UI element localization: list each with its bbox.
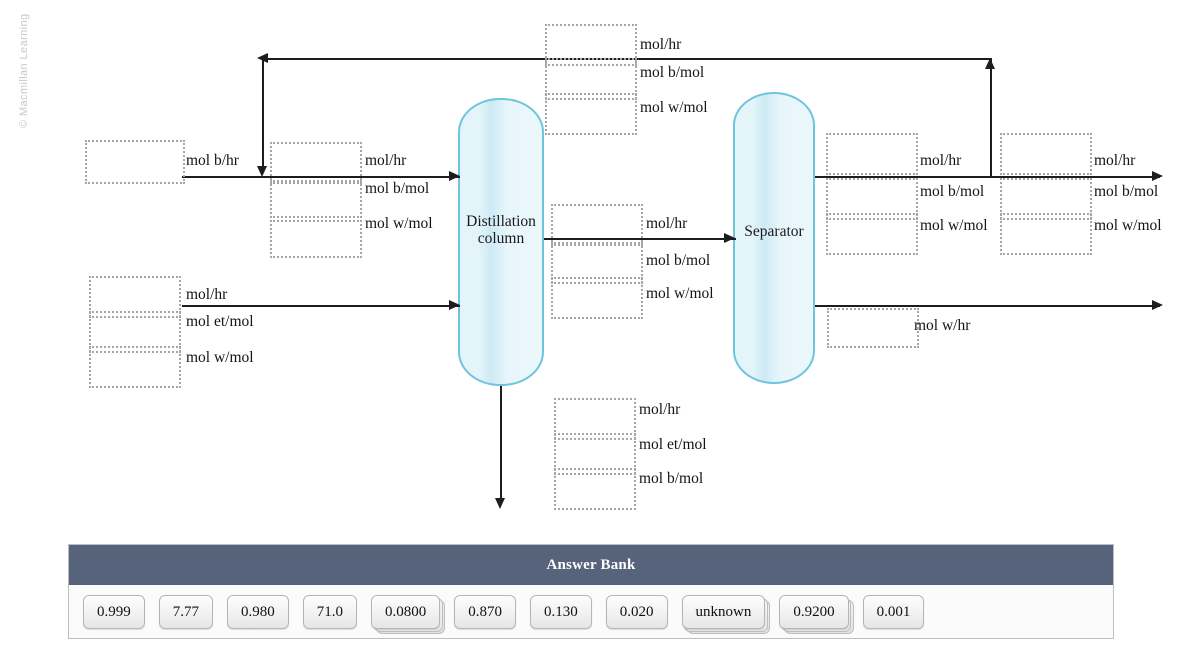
unit-label-column-bottoms-xb: mol b/mol bbox=[639, 470, 704, 487]
answer-chip[interactable]: 0.130 bbox=[530, 595, 592, 629]
unit-label-column-to-separator-flow: mol/hr bbox=[646, 215, 688, 232]
drop-column-bottoms-xb[interactable] bbox=[554, 468, 636, 510]
answer-chip[interactable]: 0.9200 bbox=[779, 595, 849, 629]
unit-label-column-to-separator-xw: mol w/mol bbox=[646, 285, 714, 302]
unit-label-column-overhead-flow: mol/hr bbox=[640, 36, 682, 53]
drop-separator-overhead-xb[interactable] bbox=[826, 178, 918, 220]
feed-arrow-column-top bbox=[449, 171, 460, 181]
drop-column-bottoms-flow[interactable] bbox=[554, 398, 636, 440]
unit-label-column-to-separator-xb: mol b/mol bbox=[646, 252, 711, 269]
drop-ethanol-feed-xet[interactable] bbox=[89, 311, 181, 353]
column-to-separator-line bbox=[544, 238, 736, 240]
drop-column-to-separator-xb[interactable] bbox=[551, 242, 643, 284]
drop-benzene-feed-flow[interactable] bbox=[85, 140, 185, 184]
answer-bank-title: Answer Bank bbox=[69, 545, 1113, 585]
unit-label-separator-water-flow: mol w/hr bbox=[914, 317, 971, 334]
column-bottoms-line bbox=[500, 386, 502, 504]
unit-label-product-flow: mol/hr bbox=[1094, 152, 1136, 169]
unit-label-ethanol-feed-flow: mol/hr bbox=[186, 286, 228, 303]
drop-ethanol-feed-flow[interactable] bbox=[89, 276, 181, 318]
answer-chip-wrapper: 0.020 bbox=[605, 595, 668, 629]
unit-label-separator-overhead-xw: mol w/mol bbox=[920, 217, 988, 234]
drop-column-overhead-flow[interactable] bbox=[545, 24, 637, 66]
separator-vessel: Separator bbox=[733, 92, 815, 384]
recycle-riser-arrow bbox=[985, 58, 995, 69]
unit-label-column-feed-xw: mol w/mol bbox=[365, 215, 433, 232]
unit-label-column-bottoms-xet: mol et/mol bbox=[639, 436, 707, 453]
answer-chip-wrapper: unknown bbox=[681, 595, 771, 634]
answer-chip-wrapper: 7.77 bbox=[158, 595, 213, 629]
feed-arrow-column-bottom bbox=[449, 300, 460, 310]
recycle-riser-line bbox=[990, 58, 992, 177]
unit-label-separator-overhead-flow: mol/hr bbox=[920, 152, 962, 169]
drop-column-feed-xw[interactable] bbox=[270, 216, 362, 258]
unit-label-separator-overhead-xb: mol b/mol bbox=[920, 183, 985, 200]
unit-label-column-overhead-xb: mol b/mol bbox=[640, 64, 705, 81]
unit-label-product-xw: mol w/mol bbox=[1094, 217, 1162, 234]
drop-column-feed-flow[interactable] bbox=[270, 142, 362, 184]
answer-chip-wrapper: 71.0 bbox=[302, 595, 357, 629]
column-bottoms-arrow bbox=[495, 498, 505, 509]
drop-column-feed-xb[interactable] bbox=[270, 180, 362, 222]
distillation-column-label-line1: Distillation bbox=[466, 213, 536, 230]
answer-chip-wrapper: 0.870 bbox=[454, 595, 516, 629]
drop-product-flow[interactable] bbox=[1000, 133, 1092, 175]
drop-separator-overhead-flow[interactable] bbox=[826, 133, 918, 175]
unit-label-column-bottoms-flow: mol/hr bbox=[639, 401, 681, 418]
answer-chip[interactable]: 0.999 bbox=[83, 595, 145, 629]
column-to-separator-arrow bbox=[724, 233, 735, 243]
unit-label-product-xb: mol b/mol bbox=[1094, 183, 1159, 200]
answer-chip[interactable]: 0.980 bbox=[227, 595, 289, 629]
unit-label-column-feed-xb: mol b/mol bbox=[365, 180, 430, 197]
distillation-column-label-line2: column bbox=[477, 230, 525, 248]
answer-chip-wrapper: 0.9200 bbox=[779, 595, 854, 634]
drop-column-overhead-xb[interactable] bbox=[545, 58, 637, 100]
unit-label-ethanol-feed-xw: mol w/mol bbox=[186, 349, 254, 366]
separator-overhead-arrow bbox=[1152, 171, 1163, 181]
answer-chip-wrapper: 0.130 bbox=[530, 595, 592, 629]
answer-bank: Answer Bank 0.999 7.77 0.980 71.0 0.0800 0.87… bbox=[68, 544, 1114, 639]
separator-water-line bbox=[815, 305, 1160, 307]
feed-line-bottom bbox=[182, 305, 460, 307]
drop-column-to-separator-xw[interactable] bbox=[551, 277, 643, 319]
drop-column-overhead-xw[interactable] bbox=[545, 93, 637, 135]
answer-chip[interactable]: 0.870 bbox=[454, 595, 516, 629]
answer-chip[interactable]: 0.001 bbox=[862, 595, 925, 629]
unit-label-benzene-feed-flow: mol b/hr bbox=[186, 152, 239, 169]
answer-bank-items: 0.999 7.77 0.980 71.0 0.0800 0.870 0.130 0.020 u… bbox=[69, 585, 1113, 639]
answer-chip-wrapper: 0.001 bbox=[862, 595, 925, 629]
unit-label-column-feed-flow: mol/hr bbox=[365, 152, 407, 169]
answer-chip-wrapper: 0.980 bbox=[227, 595, 289, 629]
answer-chip-wrapper: 0.0800 bbox=[371, 595, 446, 634]
unit-label-column-overhead-xw: mol w/mol bbox=[640, 99, 708, 116]
answer-chip-wrapper: 0.999 bbox=[83, 595, 145, 629]
answer-chip[interactable]: 0.0800 bbox=[371, 595, 441, 629]
drop-column-to-separator-flow[interactable] bbox=[551, 204, 643, 246]
separator-overhead-line bbox=[815, 176, 1160, 178]
drop-separator-water-flow[interactable] bbox=[827, 308, 919, 348]
drop-ethanol-feed-xw[interactable] bbox=[89, 346, 181, 388]
feed-line-top bbox=[182, 176, 460, 178]
recycle-line-down bbox=[262, 58, 264, 170]
recycle-arrow-down bbox=[257, 166, 267, 177]
answer-chip[interactable]: 71.0 bbox=[302, 595, 357, 629]
unit-label-ethanol-feed-xet: mol et/mol bbox=[186, 313, 254, 330]
drop-product-xw[interactable] bbox=[1000, 213, 1092, 255]
drop-separator-overhead-xw[interactable] bbox=[826, 213, 918, 255]
distillation-column-vessel: Distillation column bbox=[458, 98, 544, 386]
answer-chip[interactable]: 0.020 bbox=[605, 595, 668, 629]
drop-column-bottoms-xet[interactable] bbox=[554, 433, 636, 475]
answer-chip[interactable]: 7.77 bbox=[158, 595, 213, 629]
drop-product-xb[interactable] bbox=[1000, 178, 1092, 220]
separator-water-arrow bbox=[1152, 300, 1163, 310]
answer-chip[interactable]: unknown bbox=[681, 595, 766, 629]
copyright-watermark: © Macmillan Learning bbox=[18, 13, 30, 128]
separator-label: Separator bbox=[744, 223, 804, 240]
